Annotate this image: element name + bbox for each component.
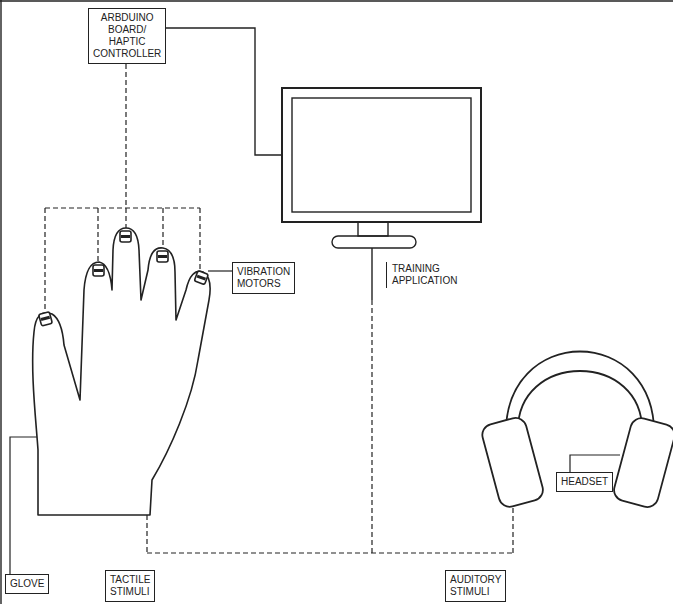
label-box: TRAINING APPLICATION [386,262,462,288]
monitor-frame [282,88,481,222]
controller-box: ARBDUINO BOARD/ HAPTIC CONTROLLER [88,8,166,64]
leader-line [570,455,620,472]
leader-line [10,437,37,574]
label-box: VIBRATION MOTORS [232,262,295,294]
label-text: ARBDUINO BOARD/ HAPTIC CONTROLLER [93,12,161,60]
monitor-base [332,236,416,248]
dashed-wire [147,552,513,553]
dashed-wire [146,515,147,553]
dashed-wire [199,208,200,270]
wire [166,28,282,155]
vibration-motor [121,235,130,238]
dashed-wire [125,64,126,229]
glove-hand [33,228,210,515]
frame-line [0,0,673,1]
dashed-wire [371,300,372,553]
label-text: GLOVE [10,578,44,590]
label-text: TRAINING APPLICATION [392,263,457,287]
fingernail [194,271,208,285]
label-box: AUDITORY STIMULI [445,570,506,602]
label-box: HEADSET [556,472,613,492]
label-text: HEADSET [561,476,608,488]
label-box: TACTILE STIMULI [105,570,155,602]
label-text: AUDITORY STIMULI [450,574,501,598]
label-text: VIBRATION MOTORS [237,266,290,290]
vibration-motor [94,269,103,272]
fingernail [93,265,104,276]
wire [371,248,372,300]
dashed-wire [162,208,163,249]
label-text: TACTILE STIMULI [110,574,150,598]
fingernail [39,312,53,326]
frame-line [0,0,1,604]
dashed-wire [45,207,200,208]
vibration-motor [41,316,50,321]
label-box: GLOVE [5,574,49,594]
vibration-motor [197,275,206,281]
dashed-wire [97,208,98,263]
ear-cup [612,416,673,510]
vibration-motor [158,255,167,258]
dashed-wire [512,508,513,553]
dashed-wire [44,208,45,311]
monitor-screen [292,98,471,212]
fingernail [157,251,168,262]
fingernail [120,231,131,242]
leader-line [208,270,232,271]
ear-cup [480,415,545,509]
monitor-neck [358,222,388,236]
